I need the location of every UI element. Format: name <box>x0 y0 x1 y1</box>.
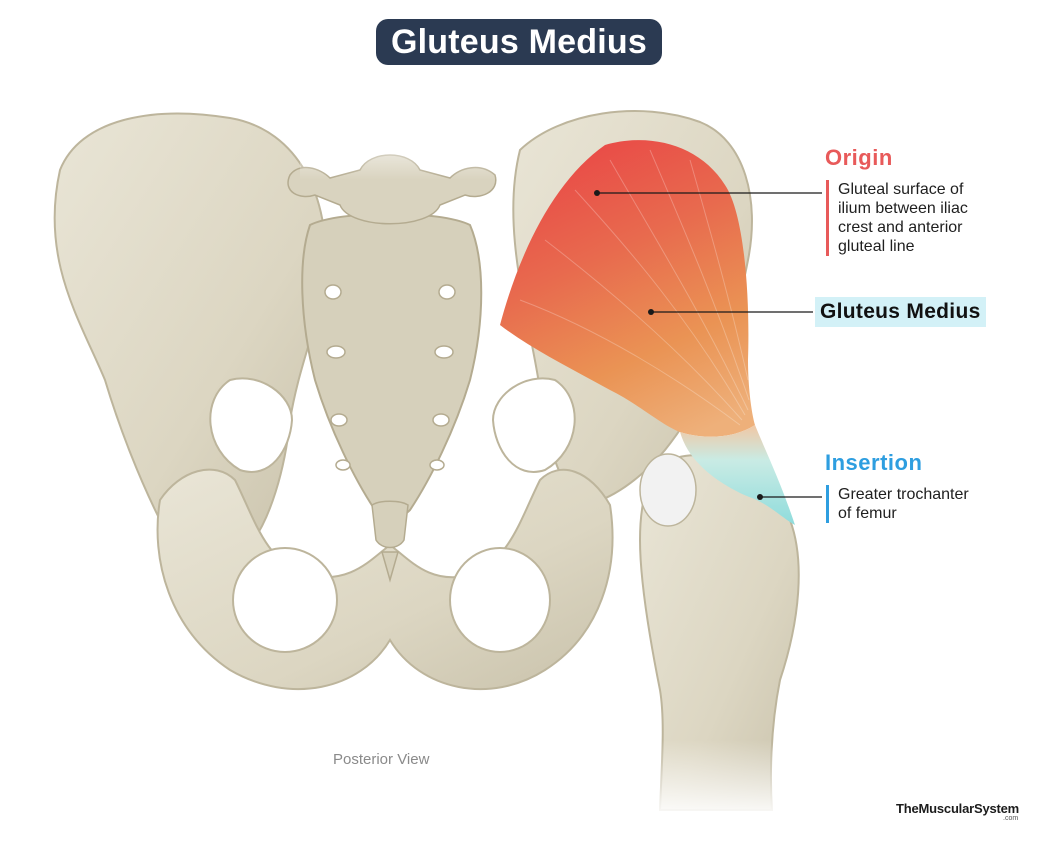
brand-logo: TheMuscularSystem <box>896 801 1020 816</box>
gluteus-medius-tendon <box>680 425 795 525</box>
brand-suffix: .com <box>1003 815 1019 822</box>
muscle-fibers <box>519 149 750 426</box>
muscle-label: Gluteus Medius <box>815 297 986 327</box>
insertion-line: of femur <box>838 505 897 522</box>
sacrum <box>301 212 483 519</box>
origin-pointer-dot <box>594 190 600 196</box>
muscle-pointer-dot <box>648 309 654 315</box>
view-caption: Posterior View <box>333 751 430 768</box>
origin-line: crest and anterior <box>838 219 963 236</box>
femoral-head <box>639 453 697 527</box>
gluteus-medius-muscle <box>500 140 755 437</box>
insertion-pointer-dot <box>757 494 763 500</box>
right-sciatic-notch <box>491 377 576 473</box>
right-obturator-foramen <box>449 547 551 653</box>
sacral-foramina <box>324 284 456 471</box>
left-sciatic-notch <box>209 377 294 473</box>
origin-heading: Origin <box>825 145 893 170</box>
origin-line: Gluteal surface of <box>838 181 964 198</box>
insertion-heading: Insertion <box>825 450 923 475</box>
origin-line: ilium between iliac <box>838 200 968 217</box>
left-obturator-foramen <box>232 547 338 653</box>
diagram-title: Gluteus Medius <box>376 19 662 65</box>
origin-line: gluteal line <box>838 238 915 255</box>
insertion-description: Greater trochanter of femur <box>826 485 1028 523</box>
origin-description: Gluteal surface of ilium between iliac c… <box>826 180 1028 256</box>
coccyx <box>371 500 409 583</box>
insertion-line: Greater trochanter <box>838 486 969 503</box>
